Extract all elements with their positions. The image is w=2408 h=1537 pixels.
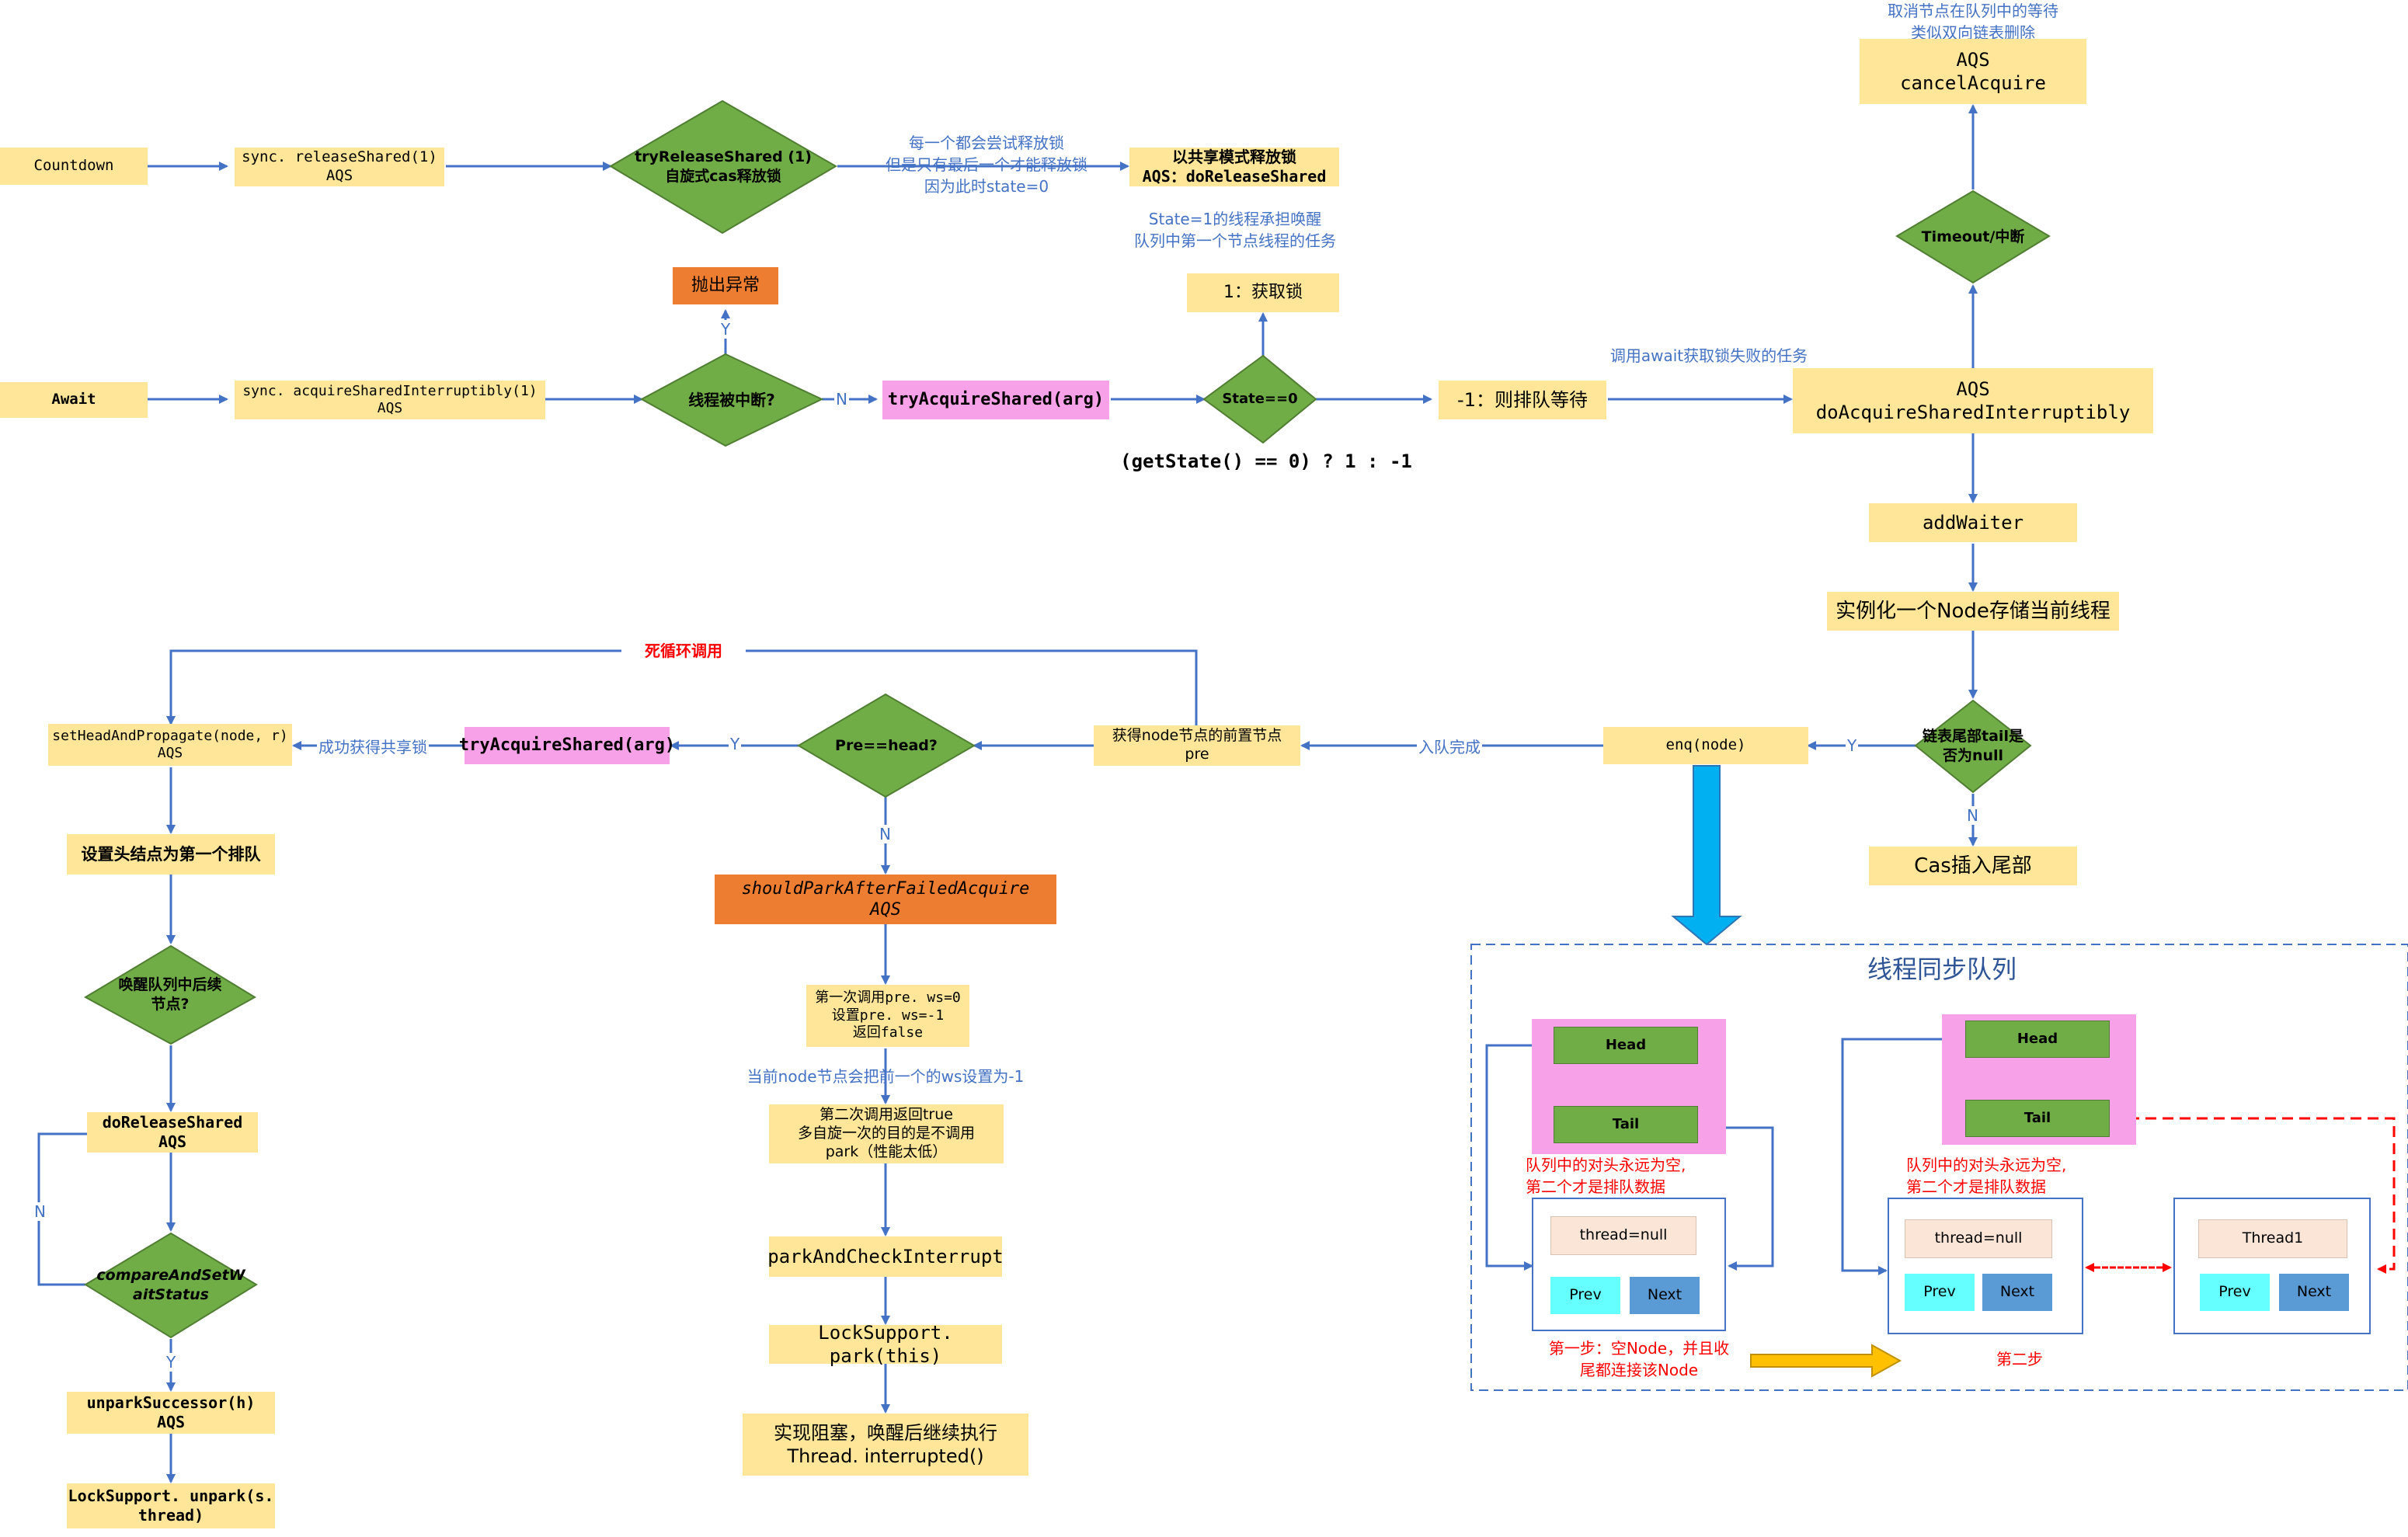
prev-box-3: Prev <box>2200 1274 2270 1311</box>
try-acquire-node: tryAcquireShared(arg) <box>882 381 1109 419</box>
empty-note-1: 队列中的对头永远为空, 第二个才是排队数据 <box>1526 1156 1686 1196</box>
empty-note-2: 队列中的对头永远为空, 第二个才是排队数据 <box>1906 1156 2067 1196</box>
tail-null-label: 链表尾部tail是 否为null <box>1923 728 2023 764</box>
queue-title: 线程同步队列 <box>1867 955 2017 984</box>
do-release-shared-node: 以共享模式释放锁 AQS：doReleaseShared <box>1129 148 1339 186</box>
tail-yes-label: Y <box>1846 736 1859 755</box>
park-check-node: parkAndCheckInterrupt <box>767 1236 1004 1277</box>
prev-box-2: Prev <box>1905 1274 1975 1311</box>
unpark-succ-node: unparkSuccessor(h) AQS <box>67 1392 275 1434</box>
first-call-node: 第一次调用pre. ws=0 设置pre. ws=-1 返回false <box>806 985 969 1047</box>
block-node: 实现阻塞，唤醒后继续执行 Thread. interrupted() <box>743 1414 1028 1476</box>
do-release-node: doReleaseShared AQS <box>87 1112 258 1153</box>
enq-done-label: 入队完成 <box>1417 735 1482 757</box>
lock-unpark-node: LockSupport. unpark(s. thread) <box>67 1483 275 1528</box>
acquire-interruptibly-node: sync. acquireSharedInterruptibly(1) AQS <box>235 381 545 419</box>
timeout-diamond <box>1895 190 2051 284</box>
state-diamond <box>1202 354 1317 444</box>
state-expression: (getState() == 0) ? 1 : -1 <box>1120 450 1412 472</box>
set-first-node: 设置头结点为第一个排队 <box>67 834 275 875</box>
tail-null-diamond <box>1914 699 2032 794</box>
dead-loop-label: 死循环调用 <box>621 640 746 662</box>
await-fail-note: 调用await获取锁失败的任务 <box>1609 346 1808 365</box>
cas-tail-node: Cas插入尾部 <box>1869 847 2077 885</box>
pre-head-label: Pre==head? <box>835 736 938 754</box>
next-box-1: Next <box>1630 1277 1700 1314</box>
prev-box-1: Prev <box>1550 1277 1620 1314</box>
enq-node: enq(node) <box>1603 727 1808 764</box>
release-note: 每一个都会尝试释放锁 但是只有最后一个才能释放锁 因为此时state=0 <box>886 134 1087 196</box>
head-node-2: Head <box>1965 1021 2110 1058</box>
state1-note: State=1的线程承担唤醒 队列中第一个节点线程的任务 <box>1134 210 1336 250</box>
await-node: Await <box>0 382 148 418</box>
queue-node-2 <box>1888 1198 2083 1334</box>
cancel-note: 取消节点在队列中的等待 类似双向链表删除 <box>1888 2 2058 42</box>
wake-next-label: 唤醒队列中后续 节点? <box>118 976 222 1013</box>
try-acquire2-node: tryAcquireShared(arg) <box>459 727 675 764</box>
tail-node-1: Tail <box>1554 1106 1698 1143</box>
queue-node-3 <box>2173 1198 2371 1334</box>
ws-note: 当前node节点会把前一个的ws设置为-1 <box>746 1067 1025 1086</box>
step-arrow <box>1750 1344 1902 1378</box>
try-release-diamond <box>609 99 837 235</box>
tail-no-label: N <box>1965 806 1980 825</box>
prev-node-node: 获得node节点的前置节点 pre <box>1094 725 1300 766</box>
cas-no-label: N <box>33 1202 47 1221</box>
try-release-label: tryReleaseShared (1) 自旋式cas释放锁 <box>635 148 812 185</box>
tail-node-2: Tail <box>1965 1100 2110 1137</box>
timeout-label: Timeout/中断 <box>1921 228 2025 245</box>
interrupted-label: 线程被中断? <box>688 391 775 409</box>
step1-note: 第一步：空Node，并且收 尾都连接该Node <box>1548 1339 1730 1379</box>
wake-next-diamond <box>83 944 256 1045</box>
enqueue-wait-node: -1：则排队等待 <box>1439 381 1606 419</box>
add-waiter-node: addWaiter <box>1869 503 2077 542</box>
should-park-node: shouldParkAfterFailedAcquire AQS <box>715 875 1056 924</box>
cas-status-diamond <box>84 1232 258 1339</box>
step2-note: 第二步 <box>1996 1350 2043 1368</box>
interrupted-diamond <box>639 353 824 447</box>
acquire-ok-label: 成功获得共享锁 <box>317 735 429 757</box>
thread-null-1: thread=null <box>1550 1216 1696 1255</box>
cancel-acquire-node: AQS cancelAcquire <box>1860 39 2086 104</box>
interrupted-no-label: N <box>834 390 849 409</box>
release-shared-node: sync. releaseShared(1) AQS <box>235 148 444 186</box>
pre-head-diamond <box>797 693 976 798</box>
cas-yes-label: Y <box>165 1353 178 1372</box>
interrupted-yes-label: Y <box>719 320 732 339</box>
set-head-node: setHeadAndPropagate(node, r) AQS <box>48 724 292 766</box>
pre-head-no-label: N <box>878 825 893 843</box>
countdown-node: Countdown <box>0 148 148 185</box>
cas-status-label: compareAndSetW aitStatus <box>96 1267 245 1303</box>
enqueue-down-arrow <box>1671 765 1742 946</box>
second-call-node: 第二次调用返回true 多自旋一次的目的是不调用 park（性能太低） <box>769 1104 1004 1163</box>
next-box-3: Next <box>2279 1274 2349 1311</box>
pre-head-yes-label: Y <box>729 735 742 753</box>
queue-frame <box>1470 944 2408 1391</box>
state-eq-label: State==0 <box>1222 391 1298 408</box>
get-lock-node: 1：获取锁 <box>1187 273 1339 312</box>
do-acquire-node: AQS doAcquireSharedInterruptibly <box>1793 368 2153 433</box>
thread1-box: Thread1 <box>2198 1219 2347 1258</box>
lock-park-node: LockSupport. park(this) <box>769 1322 1002 1367</box>
new-node-node: 实例化一个Node存储当前线程 <box>1827 592 2119 631</box>
head-node-1: Head <box>1554 1027 1698 1064</box>
throw-exception-node: 抛出异常 <box>673 267 778 304</box>
thread-null-2: thread=null <box>1905 1219 2052 1258</box>
next-box-2: Next <box>1982 1274 2052 1311</box>
